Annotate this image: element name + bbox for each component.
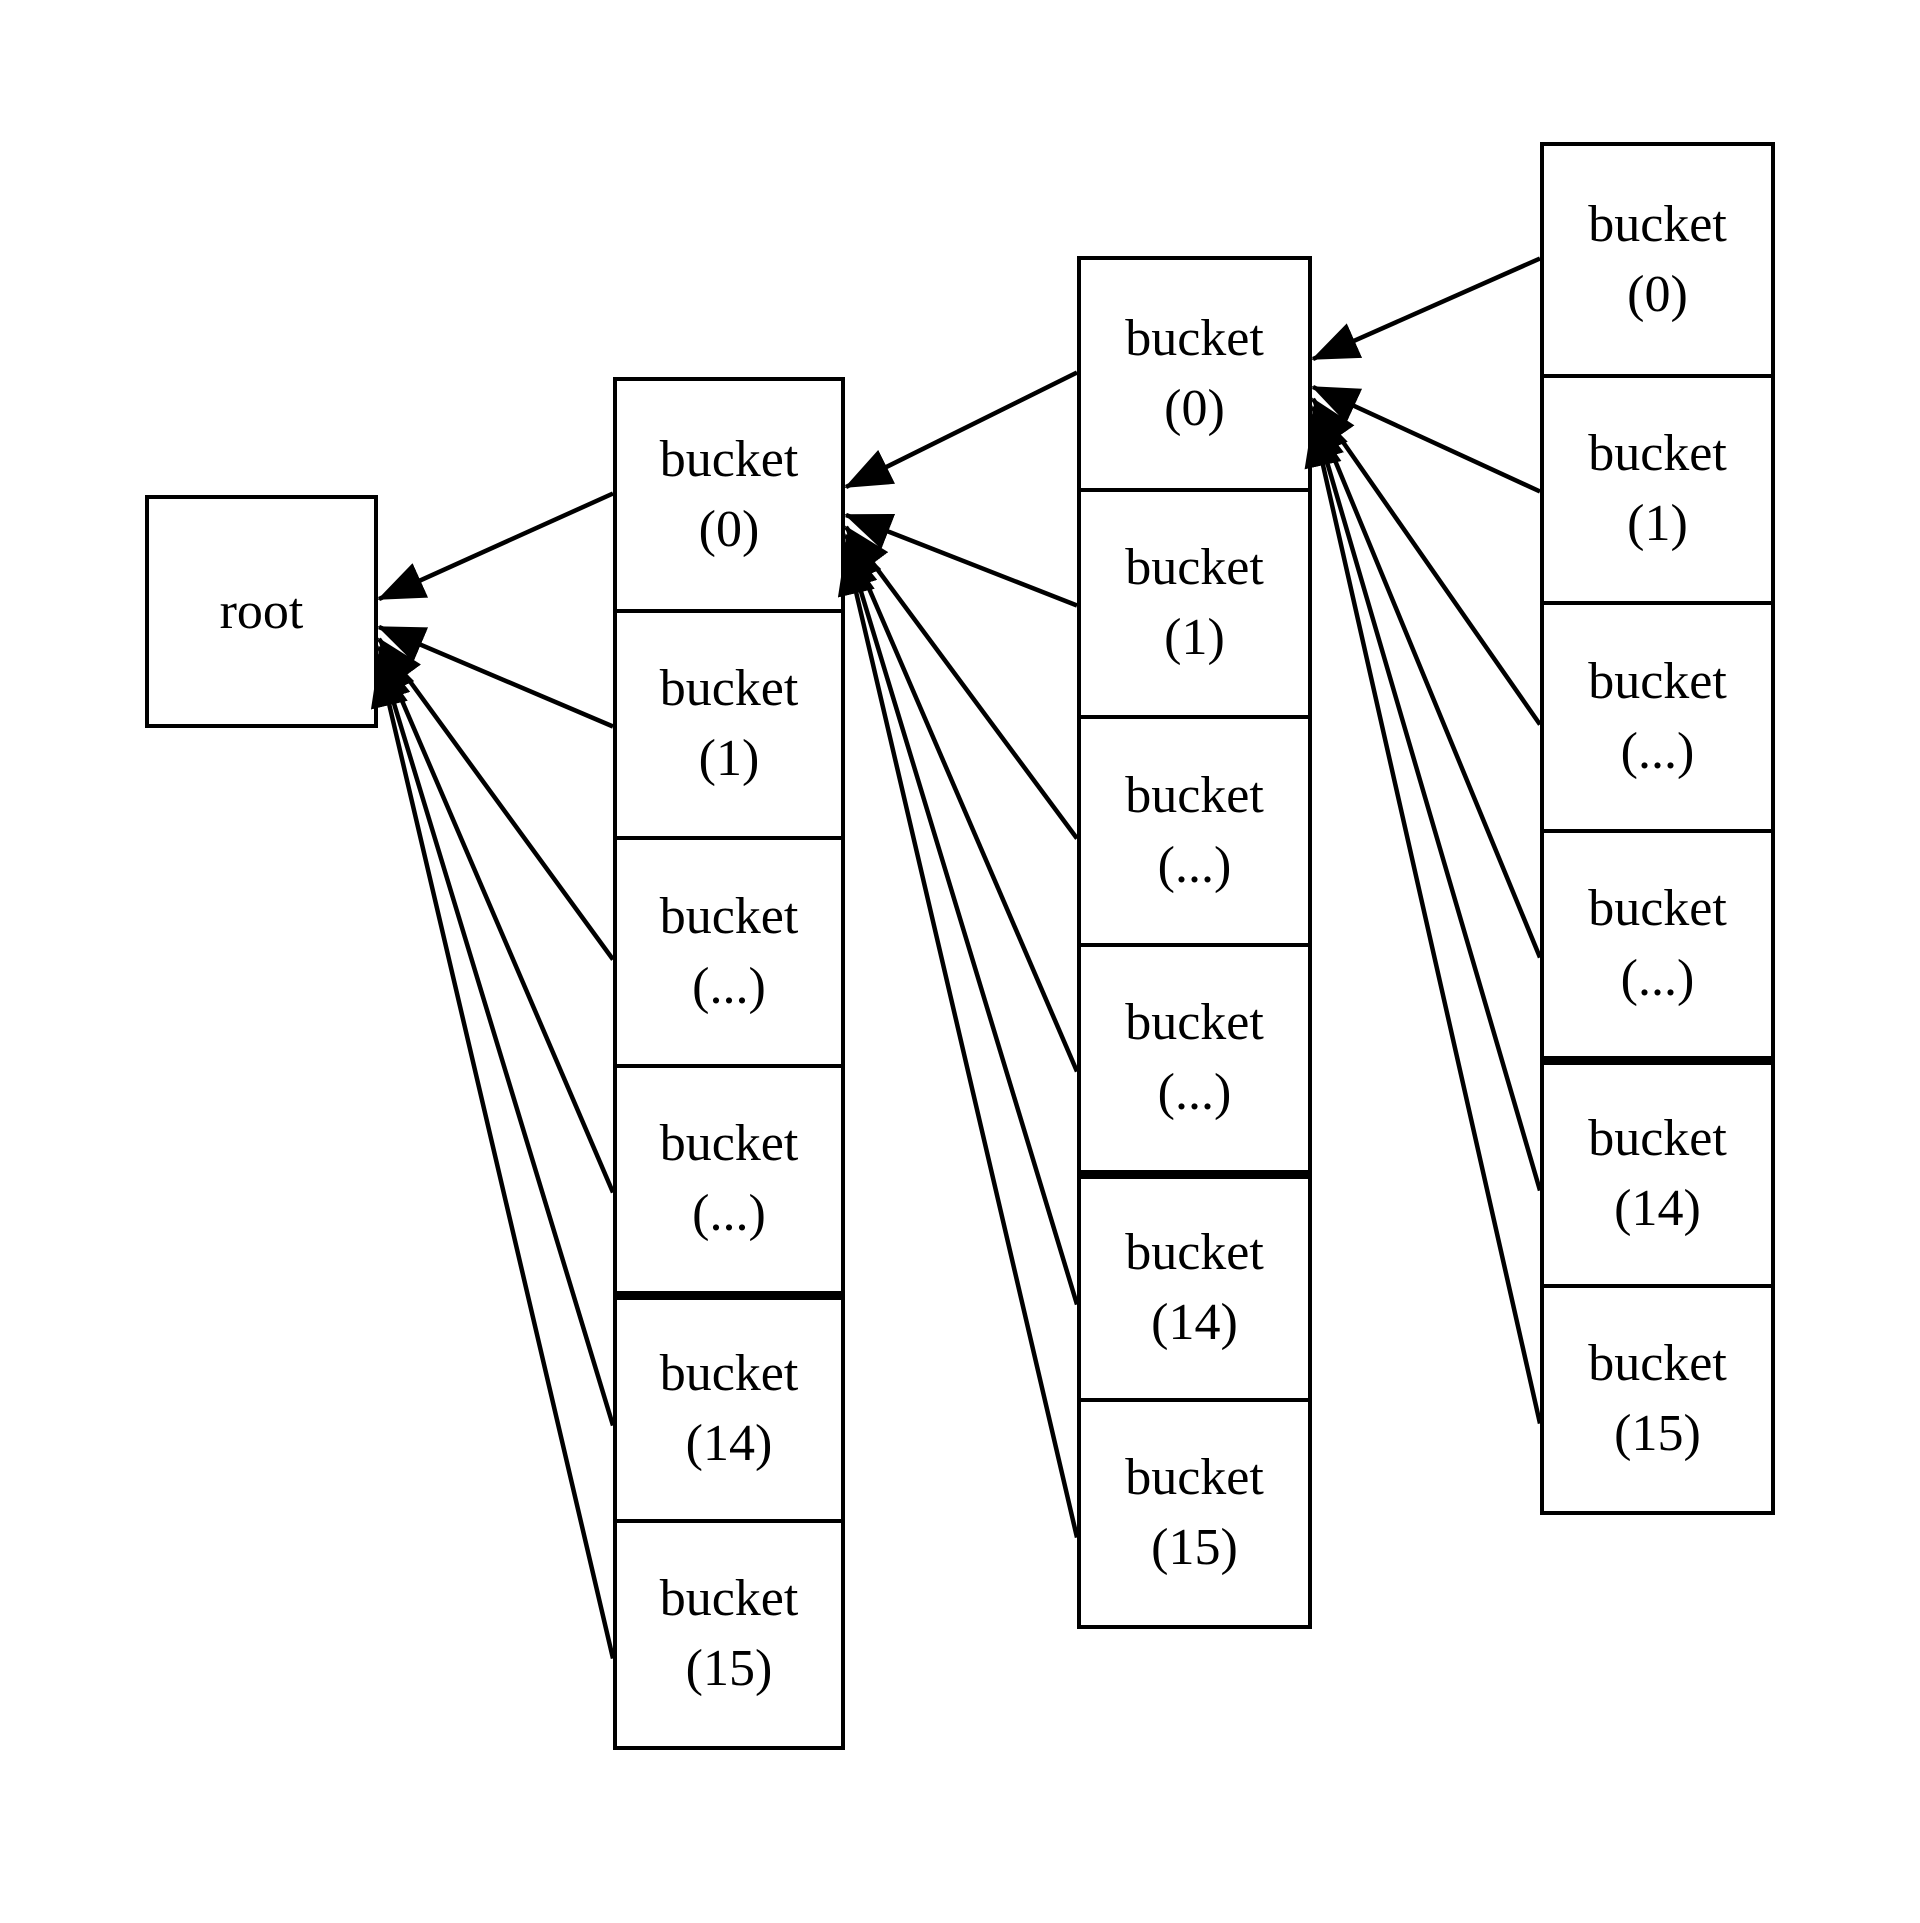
- bucket-word: bucket: [659, 660, 799, 718]
- arrow-l1c0-to-root: [377, 491, 614, 602]
- bucket-word: bucket: [1588, 195, 1727, 253]
- bucket-word: bucket: [659, 887, 799, 945]
- arrow-l3c2-to-l2b0: [1311, 397, 1542, 726]
- bucket-array-level-2: bucket (0) bucket (1) bucket (...) bucke…: [1077, 256, 1312, 1629]
- bucket-index: (...): [692, 957, 766, 1015]
- bucket-index: (1): [698, 730, 760, 788]
- bucket-index: (0): [1164, 379, 1225, 437]
- arrow-l2c1-to-l1b0: [844, 512, 1078, 608]
- arrow-l1c1-to-root: [377, 624, 614, 729]
- bucket-cell: bucket (1): [1544, 373, 1771, 601]
- arrow-l3c3-to-l2b0: [1310, 405, 1543, 959]
- bucket-index: (14): [1151, 1294, 1238, 1352]
- bucket-index: (1): [1627, 495, 1688, 553]
- bucket-index: (...): [1620, 950, 1695, 1008]
- bucket-cell: bucket (14): [1544, 1056, 1771, 1284]
- bucket-index: (14): [1614, 1180, 1701, 1238]
- arrow-l3c0-to-l2b0: [1311, 256, 1541, 362]
- bucket-word: bucket: [1588, 652, 1727, 710]
- bucket-word: bucket: [1125, 309, 1264, 367]
- bucket-word: bucket: [659, 430, 799, 488]
- bucket-cell: bucket (15): [617, 1518, 841, 1746]
- arrow-l3c5-to-l2b0: [1304, 419, 1543, 1424]
- bucket-index: (...): [1157, 1064, 1232, 1122]
- arrow-l2c3-to-l1b0: [843, 533, 1080, 1073]
- arrow-l2c4-to-l1b0: [841, 540, 1080, 1306]
- arrow-l1c5-to-root: [370, 659, 616, 1660]
- bucket-word: bucket: [1125, 1224, 1264, 1282]
- bucket-word: bucket: [1125, 539, 1264, 597]
- bucket-index: (...): [1157, 836, 1232, 894]
- bucket-index: (14): [685, 1415, 773, 1473]
- bucket-cell: bucket (1): [1081, 487, 1308, 715]
- bucket-word: bucket: [1588, 1110, 1727, 1168]
- bucket-word: bucket: [1125, 994, 1264, 1052]
- bucket-cell: bucket (...): [1081, 942, 1308, 1170]
- bucket-index: (15): [1614, 1405, 1701, 1463]
- bucket-array-level-3: bucket (0) bucket (1) bucket (...) bucke…: [1540, 142, 1775, 1515]
- bucket-word: bucket: [1588, 1335, 1727, 1393]
- bucket-cell: bucket (...): [1544, 828, 1771, 1056]
- bucket-word: bucket: [659, 1115, 799, 1173]
- bucket-array-level-1: bucket (0) bucket (1) bucket (...) bucke…: [613, 377, 845, 1750]
- arrow-l2c5-to-l1b0: [837, 547, 1080, 1539]
- bucket-word: bucket: [659, 1345, 799, 1403]
- bucket-word: bucket: [1588, 880, 1727, 938]
- bucket-word: bucket: [1588, 425, 1727, 483]
- bucket-cell: bucket (0): [1544, 146, 1771, 374]
- bucket-cell: bucket (15): [1544, 1283, 1771, 1511]
- bucket-word: bucket: [659, 1570, 799, 1628]
- arrow-l2c0-to-l1b0: [844, 370, 1078, 490]
- bucket-cell: bucket (14): [1081, 1170, 1308, 1398]
- bucket-cell: bucket (...): [1544, 601, 1771, 829]
- bucket-cell: bucket (0): [617, 381, 841, 609]
- bucket-index: (...): [1620, 722, 1695, 780]
- bucket-word: bucket: [1125, 766, 1264, 824]
- bucket-index: (15): [685, 1640, 773, 1698]
- arrow-l2c2-to-l1b0: [844, 525, 1079, 840]
- bucket-cell: bucket (1): [617, 608, 841, 836]
- root-node: root: [145, 495, 378, 728]
- bucket-word: bucket: [1125, 1449, 1264, 1507]
- bucket-cell: bucket (...): [617, 836, 841, 1064]
- arrow-l3c4-to-l2b0: [1307, 412, 1543, 1192]
- bucket-cell: bucket (...): [617, 1063, 841, 1291]
- bucket-cell: bucket (0): [1081, 260, 1308, 488]
- bucket-cell: bucket (14): [617, 1291, 841, 1519]
- arrow-l1c4-to-root: [374, 652, 616, 1427]
- bucket-index: (0): [698, 500, 760, 558]
- root-label: root: [219, 583, 304, 640]
- bucket-index: (0): [1627, 265, 1688, 323]
- bucket-index: (...): [692, 1185, 766, 1243]
- arrow-l1c2-to-root: [377, 637, 615, 961]
- bucket-cell: bucket (15): [1081, 1397, 1308, 1625]
- bucket-index: (1): [1164, 609, 1225, 667]
- bucket-cell: bucket (...): [1081, 715, 1308, 943]
- bucket-index: (15): [1151, 1519, 1238, 1577]
- arrow-l3c1-to-l2b0: [1311, 384, 1541, 494]
- arrow-l1c3-to-root: [376, 645, 616, 1194]
